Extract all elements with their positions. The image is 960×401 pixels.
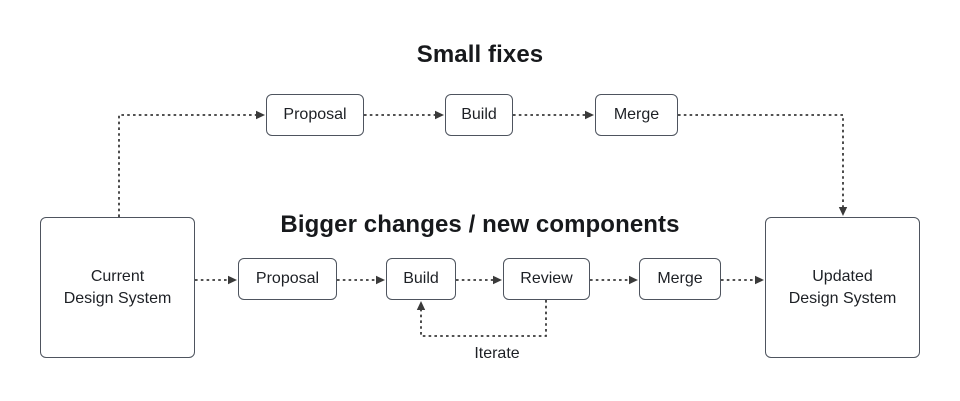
node-label: Build (461, 106, 497, 123)
node-big-proposal: Proposal (238, 258, 337, 300)
node-big-build: Build (386, 258, 456, 300)
arrowhead-big-merge (629, 275, 638, 285)
node-small-merge: Merge (595, 94, 678, 136)
connector-iterate-loop (420, 300, 547, 337)
arrowhead-small-proposal (256, 110, 265, 120)
node-big-merge: Merge (639, 258, 721, 300)
node-updated-design-system: Updated Design System (765, 217, 920, 358)
node-label: Proposal (255, 270, 320, 287)
node-label: Review (520, 270, 573, 287)
flow-title-small-fixes: Small fixes (416, 41, 544, 68)
node-small-build: Build (445, 94, 513, 136)
node-label: Merge (657, 270, 703, 287)
node-small-proposal: Proposal (266, 94, 364, 136)
node-label: Merge (613, 106, 660, 123)
iterate-label: Iterate (474, 345, 520, 362)
arrowhead-updated-left (755, 275, 764, 285)
node-big-review: Review (503, 258, 590, 300)
arrowhead-big-review (493, 275, 502, 285)
node-label-line2: Design System (63, 289, 172, 307)
arrowhead-small-merge (585, 110, 594, 120)
node-current-design-system: Current Design System (40, 217, 195, 358)
node-label: Build (403, 270, 439, 287)
connector-small-merge-to-updated (678, 114, 844, 207)
arrowhead-small-build (435, 110, 444, 120)
node-label-line2: Design System (788, 289, 897, 307)
arrowhead-iterate-build (416, 301, 426, 310)
node-label: Proposal (283, 106, 347, 123)
connector-current-to-small-proposal (118, 114, 256, 217)
arrowhead-big-proposal (228, 275, 237, 285)
arrowhead-big-build (376, 275, 385, 285)
flow-title-bigger-changes: Bigger changes / new components (280, 211, 680, 238)
node-label-line1: Current (90, 267, 145, 285)
node-label-line1: Updated (812, 267, 873, 285)
